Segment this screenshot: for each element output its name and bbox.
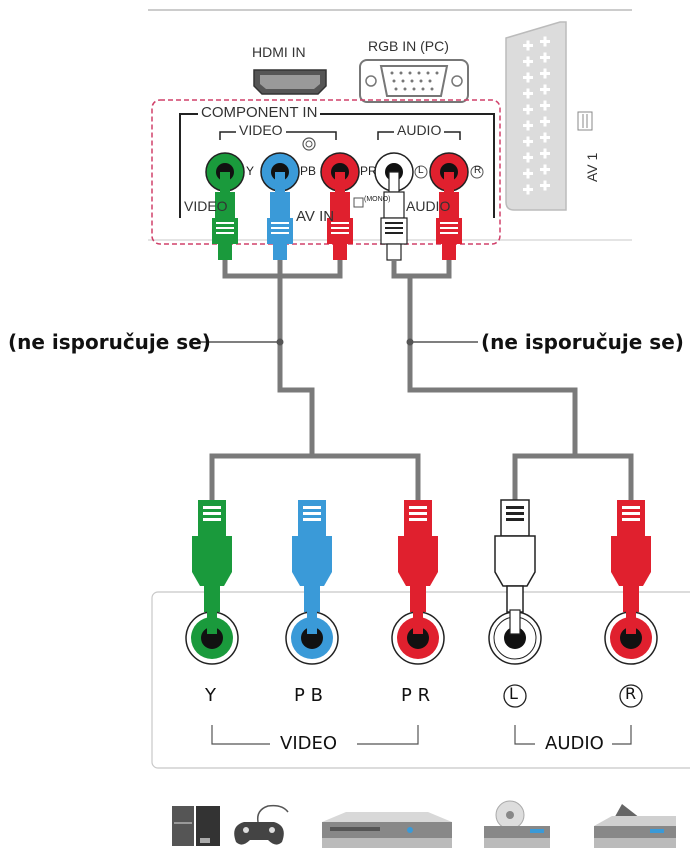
device-plug-blue [292, 500, 332, 612]
device-jack-r [604, 611, 658, 665]
device-label-pb: P B [294, 685, 323, 706]
device-jack-pr [391, 611, 445, 665]
device-label-r: R [625, 684, 637, 703]
computer-icon [172, 806, 220, 846]
tv-label-pr: PR [360, 164, 377, 178]
device-jack-pb [285, 611, 339, 665]
rgb-vga-port [359, 59, 469, 103]
device-audio-label: AUDIO [545, 733, 604, 754]
dvd-player-icon [322, 812, 452, 848]
tv-label-r: R [474, 165, 482, 176]
tv-plug-red-pr [327, 172, 353, 260]
device-plug-green [192, 500, 232, 612]
cable-note-right: (ne isporučuje se) [481, 330, 684, 354]
set-top-box-icon [594, 804, 676, 848]
gamepad-icon [234, 804, 289, 845]
video-group-label: VIDEO [236, 122, 286, 138]
device-jack-y [185, 611, 239, 665]
cables [209, 260, 634, 500]
av1-label: AV 1 [584, 152, 600, 182]
rgb-label: RGB IN (PC) [368, 38, 449, 54]
device-plug-red-r [611, 500, 651, 612]
hdmi-port [253, 69, 327, 95]
device-jack-l [488, 611, 542, 665]
highlight-box [151, 99, 501, 245]
tv-plug-blue [267, 172, 293, 260]
cd-player-icon [484, 800, 550, 848]
audio-group-label: AUDIO [394, 122, 445, 138]
av-in-label: AV IN [296, 208, 335, 225]
cable-note-left: (ne isporučuje se) [8, 330, 211, 354]
mono-label: (MONO) [364, 196, 391, 203]
tv-label-pb: PB [300, 164, 317, 178]
device-video-label: VIDEO [280, 733, 338, 754]
tv-plug-green [212, 172, 238, 260]
tv-label-y: Y [246, 164, 255, 178]
device-plug-red-pr [398, 500, 438, 612]
device-label-pr: P R [401, 685, 431, 706]
scart-port [505, 21, 593, 211]
av-in-audio-label: AUDIO [406, 198, 451, 214]
hdmi-label: HDMI IN [252, 44, 306, 60]
device-label-y: Y [205, 685, 216, 706]
tv-label-l: L [418, 165, 424, 176]
tv-plug-red-r [436, 172, 462, 260]
component-in-label: COMPONENT IN [198, 104, 321, 121]
av-in-video-label: VIDEO [184, 198, 228, 214]
device-label-l: L [509, 684, 518, 703]
